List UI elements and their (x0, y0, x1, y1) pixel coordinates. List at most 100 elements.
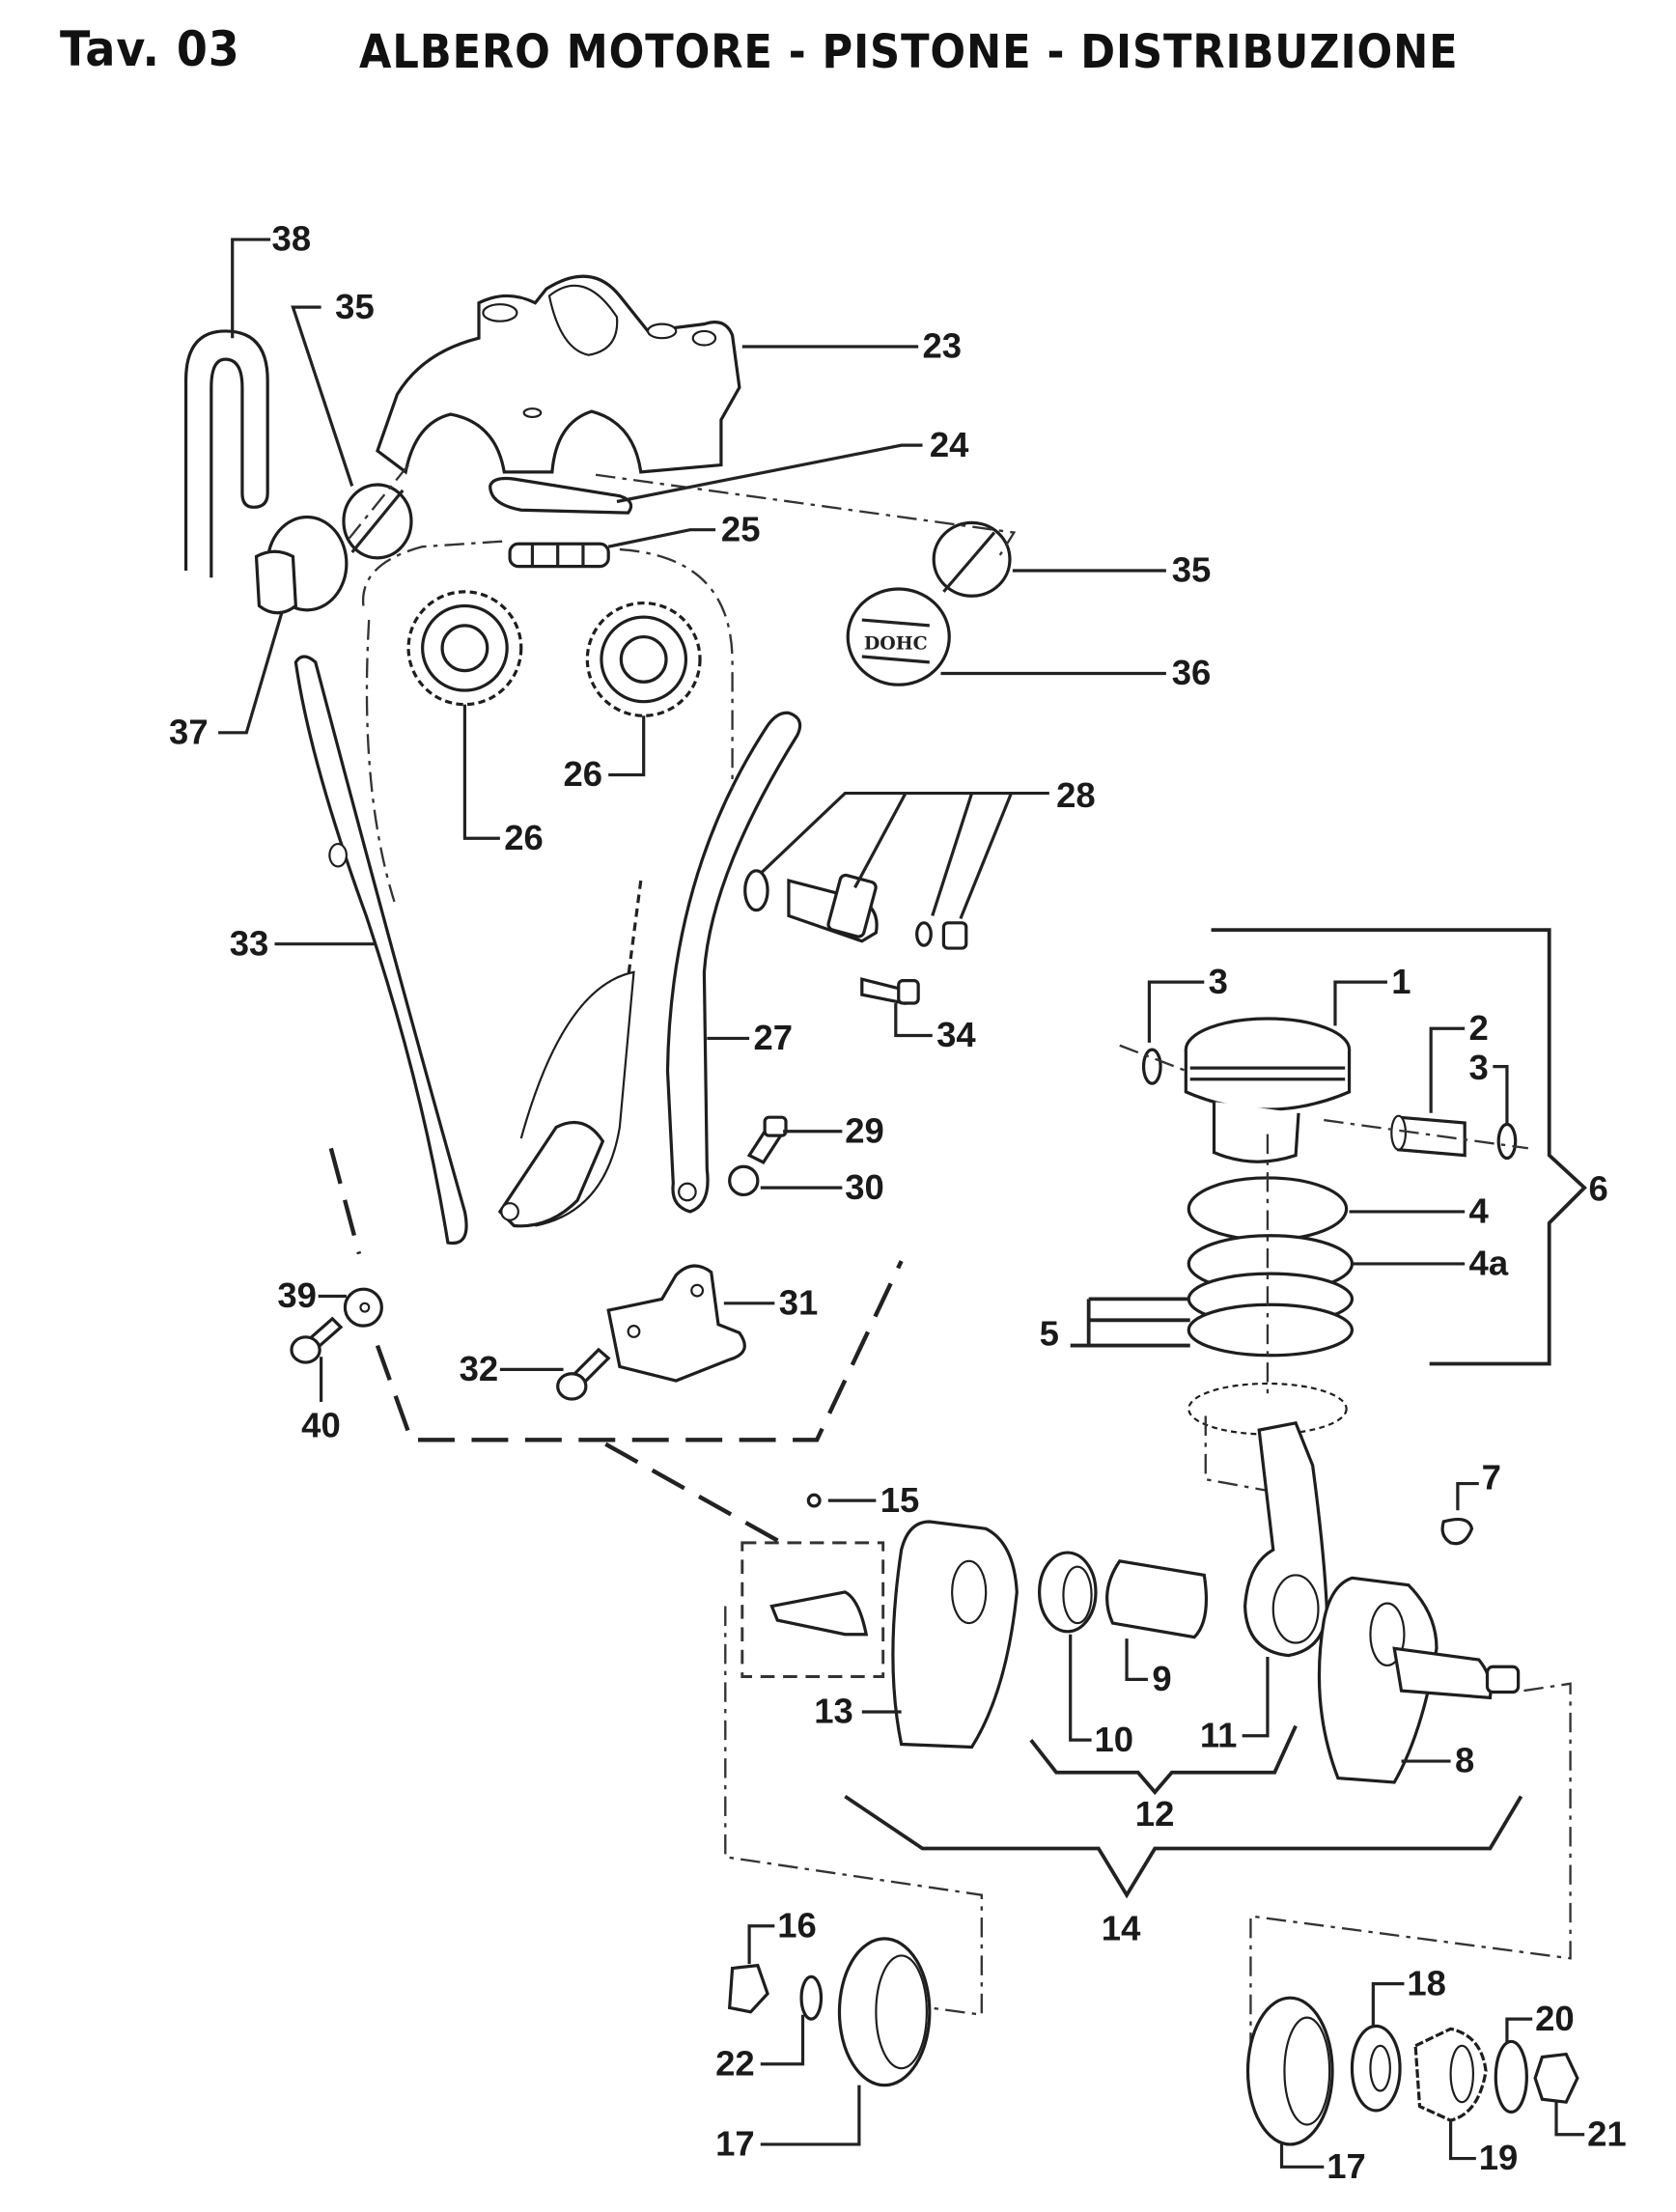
callout-14[interactable]: 14 (1102, 1908, 1141, 1947)
timing-gear-19[interactable] (1413, 2027, 1488, 2122)
callout-29[interactable]: 29 (845, 1110, 884, 1150)
pin-axis-right (1324, 1118, 1528, 1150)
callout-33[interactable]: 33 (230, 923, 269, 963)
callout-10[interactable]: 10 (1095, 1720, 1134, 1759)
piston-ghost (1187, 1382, 1348, 1493)
camshaft-holder-23[interactable] (376, 274, 741, 475)
piston-1[interactable] (1184, 1017, 1352, 1163)
circlip-3-right[interactable] (1496, 1122, 1518, 1161)
callout-25[interactable]: 25 (721, 509, 761, 548)
guide-support-31[interactable] (606, 1264, 746, 1383)
washer-39[interactable] (343, 1287, 383, 1328)
callout-9[interactable]: 9 (1152, 1659, 1171, 1698)
assembly-outline (328, 463, 1017, 1545)
circlip-3-left[interactable] (1141, 1048, 1162, 1085)
callout-17-left[interactable]: 17 (715, 2124, 755, 2164)
callout-32[interactable]: 32 (460, 1349, 499, 1388)
callout-35-right[interactable]: 35 (1172, 550, 1212, 590)
callout-7[interactable]: 7 (1482, 1457, 1501, 1497)
bracket-12 (1029, 1724, 1298, 1796)
main-bearing-17-left[interactable] (837, 1937, 932, 2087)
callout-11[interactable]: 11 (1200, 1715, 1238, 1754)
callout-31[interactable]: 31 (779, 1282, 819, 1322)
callout-8[interactable]: 8 (1455, 1741, 1474, 1780)
callout-4[interactable]: 4 (1469, 1191, 1490, 1231)
table-number: Tav. 03 (60, 21, 240, 77)
main-bearing-17-right[interactable] (1245, 1996, 1334, 2146)
page-title: ALBERO MOTORE - PISTONE - DISTRIBUZIONE (359, 25, 1459, 79)
screw-40[interactable] (290, 1316, 344, 1364)
needle-bearing-10[interactable] (1038, 1551, 1098, 1634)
connecting-rod-11[interactable] (1243, 1421, 1328, 1658)
callout-23[interactable]: 23 (923, 326, 963, 366)
oil-seal-18[interactable] (1350, 2024, 1402, 2113)
leader-lines (218, 238, 1585, 2169)
callout-17-right[interactable]: 17 (1327, 2146, 1366, 2186)
callout-35-left[interactable]: 35 (335, 287, 375, 326)
callout-30[interactable]: 30 (845, 1167, 884, 1207)
o-ring-35-right[interactable] (932, 520, 1012, 598)
callout-26-lower[interactable]: 26 (504, 818, 544, 857)
callout-36[interactable]: 36 (1172, 653, 1212, 692)
callout-6[interactable]: 6 (1589, 1168, 1608, 1208)
callout-3-left[interactable]: 3 (1209, 962, 1228, 1001)
callout-2[interactable]: 2 (1469, 1008, 1489, 1048)
screw-34[interactable] (860, 977, 920, 1006)
callout-26-upper[interactable]: 26 (564, 754, 603, 794)
bushing-30[interactable] (728, 1164, 760, 1197)
woodruff-key-7[interactable] (1440, 1517, 1474, 1546)
cam-sprocket-26-right[interactable] (585, 601, 702, 717)
breather-hose-38[interactable] (183, 329, 269, 578)
piston-pin-2[interactable] (1390, 1114, 1466, 1158)
washer-22[interactable] (799, 1974, 824, 2021)
callout-21[interactable]: 21 (1587, 2114, 1627, 2153)
crank-pin-9[interactable] (1105, 1559, 1209, 1639)
callout-1[interactable]: 1 (1391, 962, 1411, 1001)
union-fitting-37[interactable] (254, 515, 349, 615)
callout-34[interactable]: 34 (936, 1015, 976, 1054)
callout-5[interactable]: 5 (1040, 1314, 1059, 1354)
callout-39[interactable]: 39 (277, 1275, 317, 1315)
cam-sprocket-26-left[interactable] (406, 590, 523, 707)
callout-13[interactable]: 13 (814, 1692, 853, 1731)
bracket-5 (1070, 1297, 1190, 1348)
crankshaft-timing-end (497, 970, 635, 1228)
screw-32[interactable] (556, 1347, 611, 1401)
nut-21[interactable] (1533, 2052, 1579, 2104)
washer-20[interactable] (1494, 2039, 1528, 2114)
callout-4a[interactable]: 4a (1469, 1244, 1509, 1283)
right-bearing-outline (1249, 1682, 1572, 2058)
crankshaft-half-8[interactable] (1317, 1576, 1521, 1784)
nut-16[interactable] (727, 1963, 769, 2014)
timing-chain-25[interactable] (508, 542, 610, 569)
callout-22[interactable]: 22 (715, 2043, 755, 2083)
dohc-cap-36[interactable]: DOHC (846, 587, 951, 686)
bracket-6 (1211, 928, 1587, 1366)
callout-16[interactable]: 16 (777, 1905, 817, 1945)
callout-20[interactable]: 20 (1535, 1999, 1575, 2038)
plug-15[interactable] (806, 1493, 822, 1508)
callout-38[interactable]: 38 (272, 219, 312, 259)
dohc-marking: DOHC (864, 633, 928, 655)
callout-37[interactable]: 37 (169, 712, 209, 751)
chain-guide-33[interactable] (293, 655, 468, 1246)
callout-28[interactable]: 28 (1056, 775, 1096, 815)
callout-19[interactable]: 19 (1479, 2138, 1519, 2177)
callout-15[interactable]: 15 (880, 1480, 920, 1520)
callout-18[interactable]: 18 (1407, 1963, 1446, 2002)
crankshaft-half-13[interactable] (740, 1520, 1019, 1750)
left-bearing-outline (724, 1606, 983, 2017)
callout-40[interactable]: 40 (301, 1405, 341, 1444)
bracket-14 (844, 1794, 1523, 1899)
chain-guide-pad-24[interactable] (489, 476, 633, 515)
callout-12[interactable]: 12 (1135, 1794, 1175, 1834)
callout-24[interactable]: 24 (930, 425, 969, 464)
callout-3-right[interactable]: 3 (1469, 1048, 1489, 1087)
oil-ring-set-5[interactable] (1187, 1272, 1355, 1358)
callout-labels: 38 35 23 24 25 35 36 37 26 26 28 33 34 2… (169, 219, 1627, 2186)
chain-tensioner-guide-27[interactable] (665, 711, 802, 1214)
o-ring-35-left[interactable] (342, 483, 413, 560)
callout-27[interactable]: 27 (753, 1018, 793, 1057)
screw-29[interactable] (746, 1115, 788, 1164)
